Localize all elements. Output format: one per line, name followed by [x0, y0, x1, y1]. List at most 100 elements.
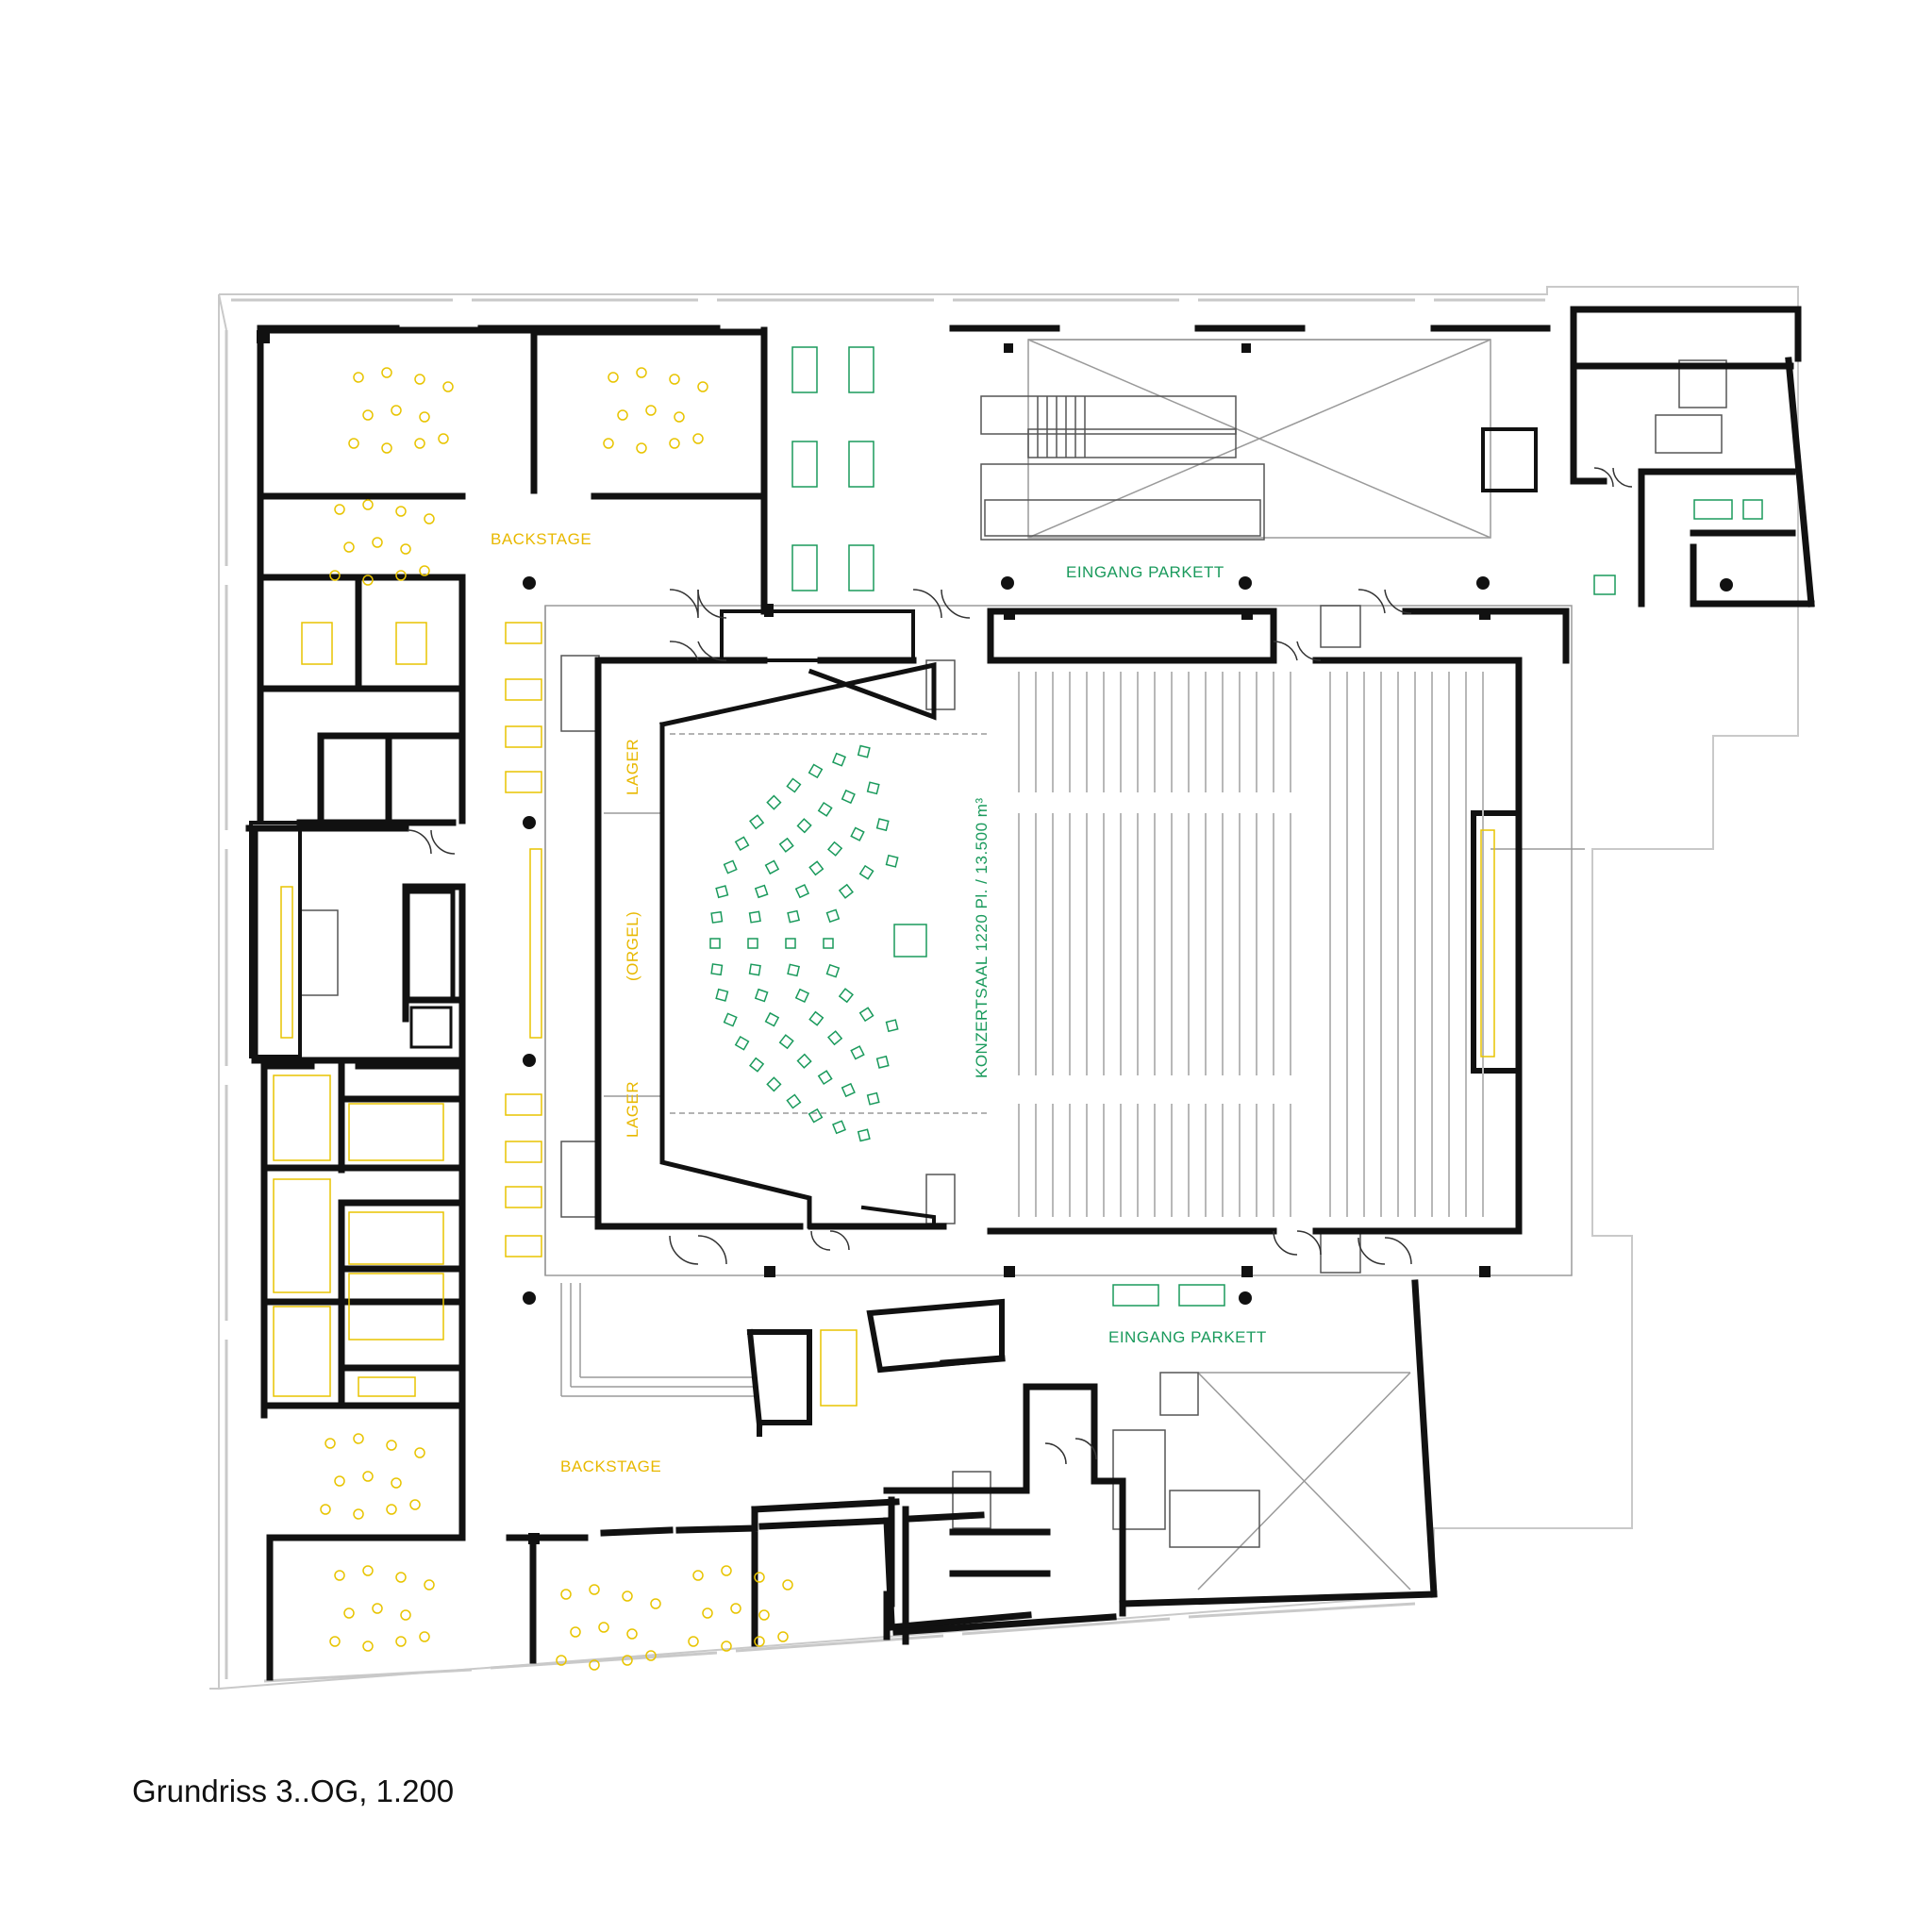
plan-caption: Grundriss 3..OG, 1.200: [132, 1774, 455, 1808]
chair: [608, 372, 619, 383]
chair: [721, 1641, 732, 1652]
podium-chair: [766, 1076, 782, 1092]
chair: [754, 1636, 765, 1647]
chair: [589, 1659, 600, 1671]
podium-chair: [794, 883, 810, 899]
label-orgel: (ORGEL): [624, 911, 641, 981]
seat-rows: [1018, 672, 1484, 1217]
chair: [386, 1504, 397, 1515]
podium-chair: [786, 777, 802, 793]
chair: [386, 1440, 397, 1451]
chair: [353, 1508, 364, 1520]
stairs-escalators: [299, 359, 1727, 1548]
podium-chair: [857, 1128, 871, 1142]
chair: [777, 1631, 789, 1642]
podium-chair: [785, 938, 796, 949]
podium-chair: [715, 885, 729, 899]
chair: [424, 1579, 435, 1591]
chair: [395, 1636, 407, 1647]
chair: [362, 499, 374, 510]
podium-chair: [710, 910, 724, 924]
chair: [438, 433, 449, 444]
podium-chair: [866, 1091, 880, 1106]
chair: [414, 374, 425, 385]
podium-chair: [709, 938, 721, 949]
chair: [325, 1438, 336, 1449]
chair: [782, 1579, 793, 1591]
chair: [334, 1475, 345, 1487]
chair: [721, 1565, 732, 1576]
podium-chair: [710, 963, 724, 976]
podium-chair: [764, 859, 780, 875]
lobby-furniture: [791, 346, 1763, 1307]
chair: [560, 1589, 572, 1600]
podium-chair: [850, 1045, 865, 1060]
chair: [626, 1628, 638, 1640]
podium-chair: [826, 1030, 843, 1046]
chair: [391, 1477, 402, 1489]
chair: [343, 541, 355, 553]
chair: [362, 1565, 374, 1576]
chair: [343, 1607, 355, 1619]
backstage-furniture: [273, 622, 1495, 1407]
podium-chair: [748, 963, 761, 976]
podium-chair: [787, 909, 800, 924]
chair: [395, 570, 407, 581]
podium-chair: [885, 1019, 899, 1033]
podium-chair: [838, 883, 854, 899]
podium-chair: [825, 963, 841, 978]
podium-chair: [754, 988, 769, 1003]
podium-chair: [808, 763, 824, 779]
chair: [645, 1650, 657, 1661]
podium-chair: [826, 841, 843, 857]
chair: [636, 367, 647, 378]
walls: [245, 306, 1815, 1681]
podium-chair: [817, 1070, 833, 1086]
chair: [414, 1447, 425, 1458]
facade-segments: [225, 298, 1545, 1683]
podium-chair: [796, 1053, 812, 1069]
podium-chair: [734, 836, 750, 852]
podium-chair: [823, 938, 834, 949]
chair: [754, 1572, 765, 1583]
chair: [372, 1603, 383, 1614]
chair: [730, 1603, 741, 1614]
label-lager-bottom: LAGER: [624, 1081, 641, 1138]
podium-chair: [747, 938, 758, 949]
label-eingang-bottom: EINGANG PARKETT: [1108, 1328, 1267, 1346]
chair: [688, 1636, 699, 1647]
podium-chair: [778, 1034, 794, 1050]
chair: [362, 409, 374, 421]
chair: [414, 438, 425, 449]
chair: [622, 1591, 633, 1602]
chair: [669, 438, 680, 449]
podium-chair: [749, 814, 765, 830]
chair: [617, 409, 628, 421]
chair: [650, 1598, 661, 1609]
podium-chair: [866, 781, 880, 795]
podium-chair: [723, 1012, 738, 1027]
podium-chair: [850, 826, 865, 841]
doors: [407, 467, 1633, 1465]
chair: [362, 575, 374, 586]
chair: [636, 442, 647, 454]
label-backstage-bottom: BACKSTAGE: [560, 1457, 661, 1475]
chair: [395, 1572, 407, 1583]
chair: [589, 1584, 600, 1595]
chair: [424, 513, 435, 525]
chair: [702, 1607, 713, 1619]
chair: [353, 372, 364, 383]
chair: [329, 1636, 341, 1647]
podium-chair: [875, 1055, 890, 1069]
chair: [598, 1622, 609, 1633]
chair: [419, 411, 430, 423]
podium-chair: [875, 818, 890, 832]
podium-chair: [808, 860, 824, 876]
label-eingang-top: EINGANG PARKETT: [1066, 563, 1224, 581]
chair: [697, 381, 708, 392]
chair: [692, 1570, 704, 1581]
chair: [362, 1471, 374, 1482]
label-backstage-top: BACKSTAGE: [491, 530, 591, 548]
podium-chair: [748, 910, 761, 924]
